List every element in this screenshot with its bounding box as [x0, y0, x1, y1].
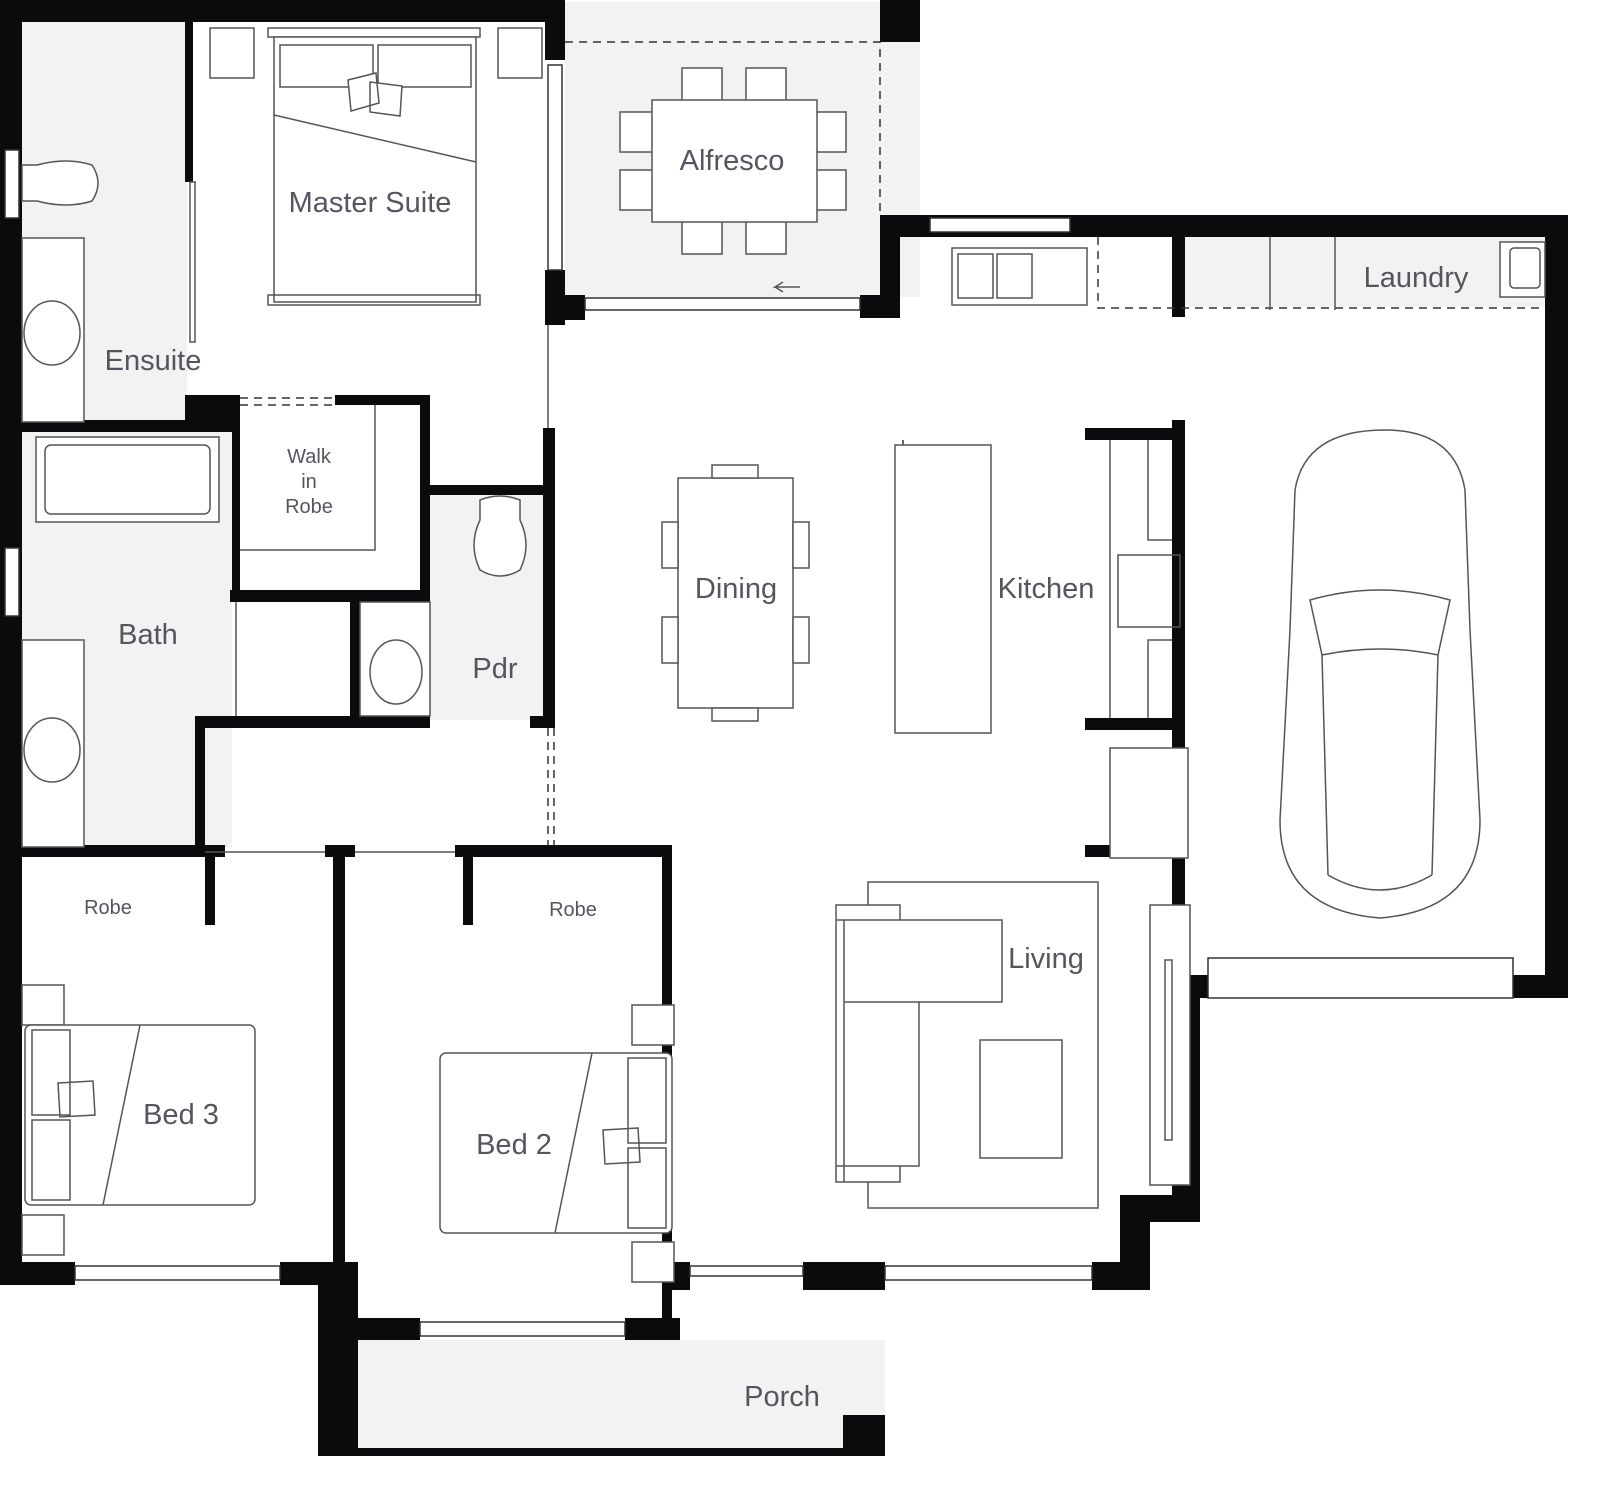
toilet-icon	[473, 495, 527, 577]
wall	[232, 395, 240, 602]
wall	[545, 295, 585, 320]
basin-icon	[23, 717, 81, 783]
toilet-icon	[21, 160, 99, 206]
wall	[185, 22, 193, 182]
wall	[22, 420, 237, 432]
label-master-suite: Master Suite	[289, 187, 452, 219]
window	[4, 547, 20, 617]
wall	[205, 850, 215, 925]
wall	[195, 716, 430, 728]
label-walk-in-robe-1: Walk	[287, 446, 332, 468]
windows	[4, 64, 1514, 1337]
wall	[672, 1262, 690, 1290]
bath-fixtures	[21, 405, 376, 848]
window	[929, 217, 1071, 233]
wall	[530, 716, 555, 728]
tv-icon	[1164, 959, 1173, 1141]
wall	[22, 845, 225, 857]
tub-icon	[1509, 247, 1541, 289]
wall	[1545, 215, 1568, 998]
label-pdr: Pdr	[472, 653, 517, 685]
wall	[318, 1262, 358, 1456]
window	[547, 64, 563, 271]
wall	[333, 1318, 420, 1340]
label-alfresco: Alfresco	[680, 145, 785, 177]
window	[689, 1265, 804, 1277]
window	[419, 1321, 626, 1337]
window	[1207, 957, 1514, 999]
window	[74, 1265, 281, 1281]
window	[4, 149, 20, 219]
wet-floor	[1185, 237, 1545, 307]
laundry-fixtures	[1269, 237, 1546, 310]
wall	[350, 600, 360, 718]
wall	[420, 395, 430, 600]
wall	[803, 1262, 885, 1290]
wall	[1500, 975, 1568, 998]
label-dining: Dining	[695, 573, 777, 605]
wall	[625, 1318, 680, 1340]
kitchen-fixtures	[894, 247, 1189, 859]
label-walk-in-robe-3: Robe	[285, 496, 333, 518]
wall	[335, 395, 430, 405]
wall	[325, 845, 355, 857]
label-kitchen: Kitchen	[998, 573, 1095, 605]
wall	[545, 0, 565, 60]
wall	[1172, 237, 1185, 317]
label-porch: Porch	[744, 1381, 820, 1413]
kitchen-island	[894, 444, 992, 734]
wall	[195, 716, 205, 850]
label-living: Living	[1008, 943, 1084, 975]
dashed-openings	[205, 41, 1545, 853]
wall	[1085, 428, 1175, 440]
wall	[1092, 1262, 1120, 1290]
wall	[430, 485, 555, 495]
label-ensuite: Ensuite	[105, 345, 202, 377]
master-bed	[209, 27, 543, 306]
living-furniture	[835, 881, 1191, 1209]
wall	[1085, 718, 1175, 730]
wall	[0, 0, 560, 22]
basin-icon	[23, 300, 81, 366]
label-bath: Bath	[118, 619, 178, 651]
label-walk-in-robe-2: in	[301, 471, 317, 493]
wall	[333, 855, 345, 1320]
alfresco-table	[619, 67, 847, 255]
basin-icon	[369, 639, 423, 705]
bed3-furniture	[21, 984, 256, 1256]
wall	[880, 215, 900, 318]
wall	[230, 590, 430, 602]
wall	[0, 1262, 75, 1285]
wall	[463, 850, 473, 925]
bed2-furniture	[439, 1004, 675, 1283]
wall	[455, 845, 672, 857]
label-bed2: Bed 2	[476, 1129, 552, 1161]
wall	[0, 0, 22, 1285]
wet-floor	[358, 1340, 885, 1455]
label-robe-bed2: Robe	[549, 899, 597, 921]
wall	[543, 428, 555, 728]
ensuite-fixtures	[21, 160, 196, 423]
label-robe-bed3: Robe	[84, 897, 132, 919]
label-laundry: Laundry	[1364, 262, 1469, 294]
wall	[318, 1448, 885, 1456]
window	[884, 1265, 1093, 1281]
wall	[1120, 1195, 1150, 1290]
window	[584, 297, 861, 311]
wall	[880, 0, 920, 42]
car-icon	[1279, 429, 1481, 919]
dining-table	[661, 464, 810, 722]
walls	[0, 0, 1568, 1456]
label-bed3: Bed 3	[143, 1099, 219, 1131]
pdr-fixtures	[359, 495, 527, 717]
